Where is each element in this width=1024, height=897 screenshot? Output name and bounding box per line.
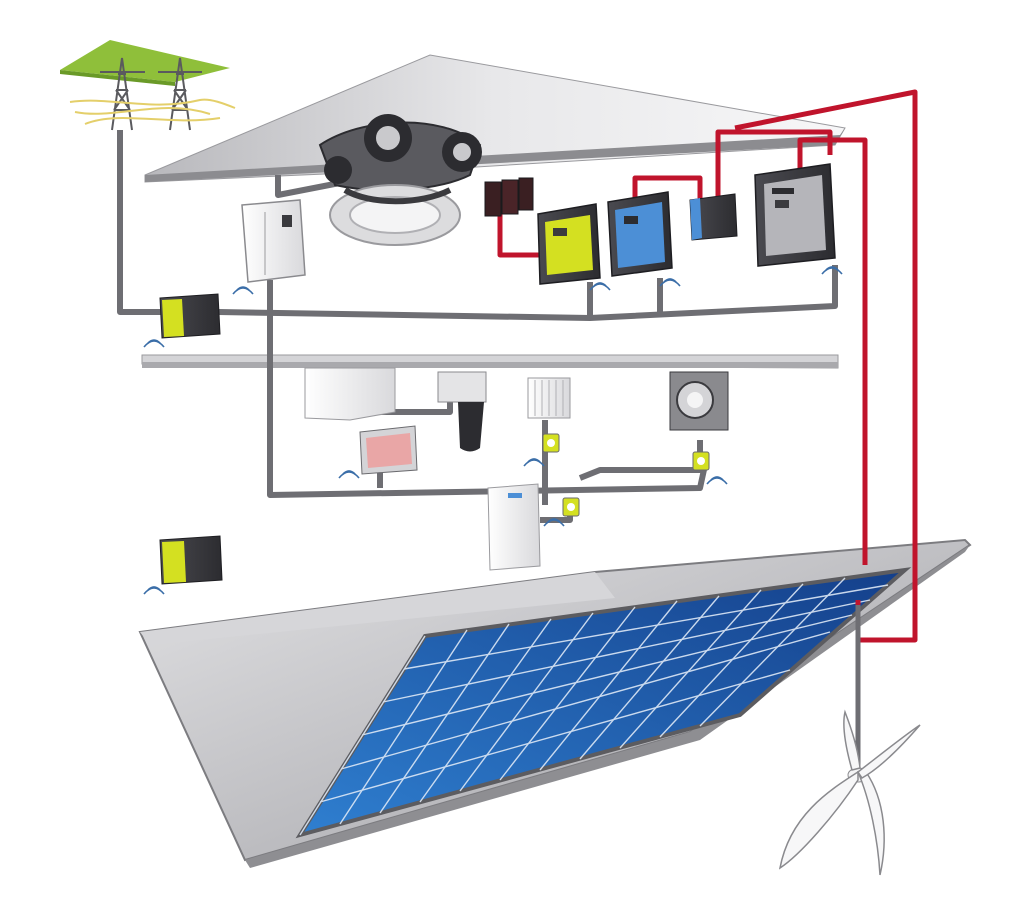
grey-wiring [117,130,838,523]
ventilation-unit [669,371,729,431]
smart-meter-upper [159,293,221,339]
radiator [527,377,571,419]
wireless-signal-icon [143,266,843,595]
heat-pump-unit [304,367,396,421]
wall-display-panel [359,425,418,475]
relay-modules [484,177,534,217]
inverter-silver [754,163,836,267]
coffee-machine [437,371,487,452]
electric-car-icon [318,114,482,246]
communication-module [689,193,738,241]
smart-meter-lower [159,535,223,585]
wind-turbine-icon [778,605,921,876]
inverter-blue [607,191,673,277]
battery-storage [487,483,541,571]
smart-plug-icon [562,497,580,517]
middle-floor-slab [141,354,839,369]
wall-charger [241,199,306,283]
solar-panel-icon [295,567,912,839]
ceiling-slab [144,54,846,183]
smart-plug-icon [692,451,710,471]
smart-plug-icon [542,433,560,453]
power-pylon-icon [60,40,236,131]
inverter-yellow [537,203,601,285]
